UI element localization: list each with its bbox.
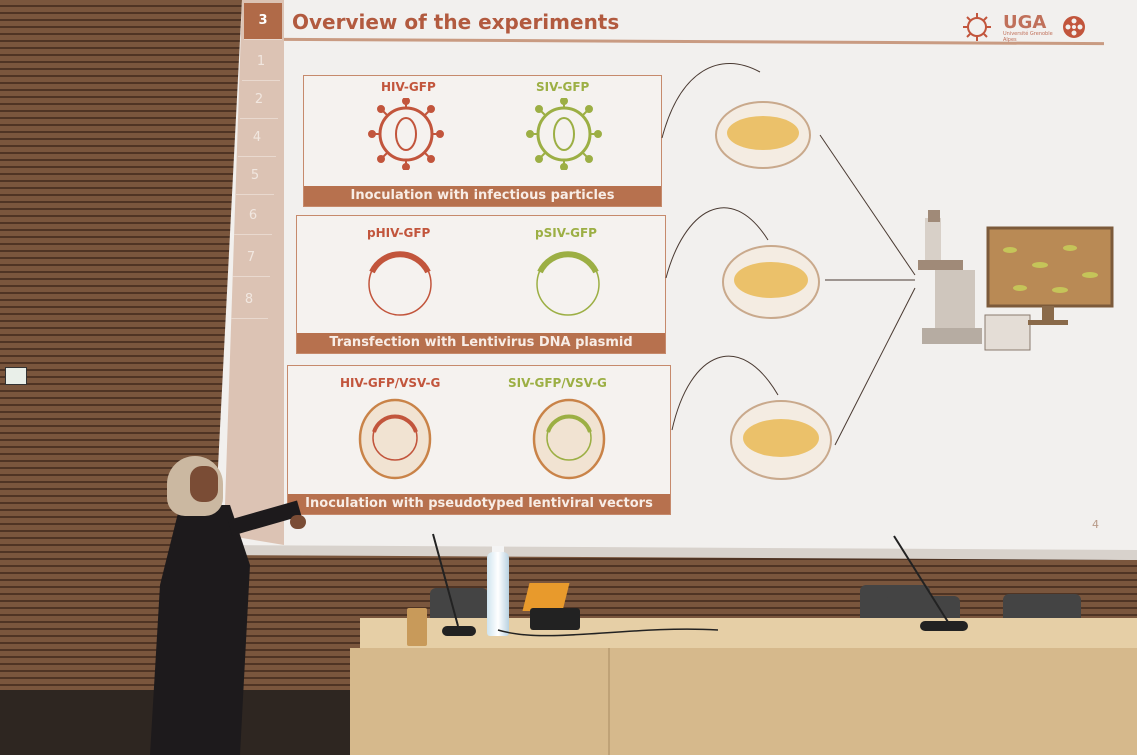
presenter-face bbox=[190, 466, 218, 502]
pseudotyped-vector-icon bbox=[358, 398, 432, 480]
sidebar-number: 7 bbox=[232, 240, 270, 277]
sidebar-number: 6 bbox=[234, 198, 272, 235]
microphone-base bbox=[442, 626, 476, 636]
uga-logo-text: UGA bbox=[1003, 12, 1047, 33]
flow-arrow bbox=[665, 207, 769, 279]
bottle-cap bbox=[492, 546, 504, 554]
microphone-base bbox=[920, 621, 968, 631]
panel-caption: Transfection with Lentivirus DNA plasmid bbox=[297, 333, 665, 353]
sidebar-number: 1 bbox=[242, 44, 280, 81]
flow-arrow bbox=[834, 287, 916, 446]
slide-sidebar: 3 1 2 4 5 6 7 8 bbox=[224, 0, 284, 545]
sidebar-number: 5 bbox=[236, 158, 274, 195]
panel-right-label: SIV-GFP/VSV-G bbox=[508, 376, 607, 390]
panel-infectious-particles: HIV-GFP SIV-GFP Inoculation with bbox=[303, 75, 662, 207]
virus-icon bbox=[526, 98, 602, 170]
pseudotyped-vector-icon bbox=[532, 398, 606, 480]
exit-sign-icon bbox=[5, 367, 27, 385]
uga-logo-subtitle: Université Grenoble Alpes bbox=[1003, 31, 1053, 43]
flow-arrow bbox=[661, 63, 761, 139]
presenter-hand bbox=[290, 515, 306, 529]
panel-dna-plasmid: pHIV-GFP pSIV-GFP Transfection with Lent… bbox=[296, 215, 666, 354]
flow-arrow bbox=[819, 134, 916, 276]
panel-pseudotyped-vectors: HIV-GFP/VSV-G SIV-GFP/VSV-G Inoculation … bbox=[287, 365, 671, 515]
sidebar-number-active: 3 bbox=[244, 3, 282, 40]
virus-logo-icon bbox=[963, 13, 991, 41]
microphones bbox=[432, 533, 949, 637]
panel-left-label: HIV-GFP/VSV-G bbox=[340, 376, 441, 390]
slide-title: Overview of the experiments bbox=[292, 10, 620, 34]
panel-left-label: HIV-GFP bbox=[381, 80, 436, 94]
panel-left-label: pHIV-GFP bbox=[367, 226, 431, 240]
sidebar-number: 8 bbox=[230, 282, 268, 319]
petri-dish-icon bbox=[715, 101, 811, 169]
panel-caption: Inoculation with infectious particles bbox=[304, 186, 661, 206]
paper-cups bbox=[407, 608, 427, 646]
panel-caption: Inoculation with pseudotyped lentiviral … bbox=[288, 494, 670, 514]
plasmid-icon bbox=[536, 251, 600, 316]
plasmid-icon bbox=[368, 251, 432, 316]
panel-right-label: SIV-GFP bbox=[536, 80, 590, 94]
microscope-icon bbox=[918, 210, 1031, 351]
sidebar-number: 4 bbox=[238, 120, 276, 157]
sidebar-number: 2 bbox=[240, 82, 278, 119]
panel-right-label: pSIV-GFP bbox=[535, 226, 597, 240]
flow-arrow bbox=[671, 355, 779, 431]
table-seam bbox=[608, 648, 610, 755]
petri-dish-icon bbox=[730, 400, 832, 480]
water-bottle bbox=[487, 552, 509, 636]
slide-page-number: 4 bbox=[1092, 518, 1099, 531]
monitor-icon bbox=[986, 226, 1114, 325]
flower-logo-icon bbox=[1063, 16, 1085, 38]
laptop-base bbox=[530, 608, 580, 630]
petri-dish-icon bbox=[722, 245, 820, 319]
table-front bbox=[350, 648, 1137, 755]
virus-icon bbox=[368, 98, 444, 170]
flow-diagram bbox=[661, 63, 1114, 480]
